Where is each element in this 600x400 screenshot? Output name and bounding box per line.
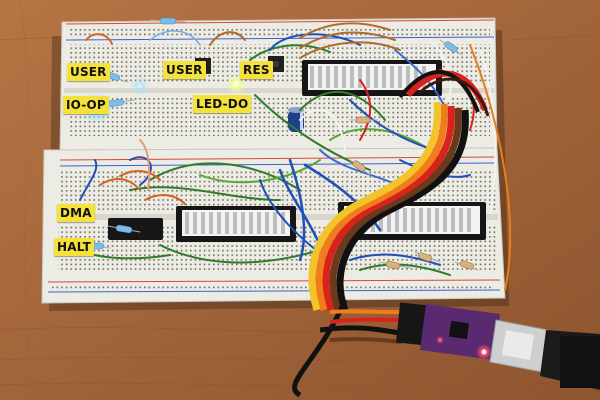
resistors bbox=[79, 17, 479, 271]
dip-chip-middle bbox=[176, 206, 296, 242]
led-blue-2 bbox=[130, 76, 150, 96]
label-halt: HALT bbox=[54, 238, 94, 256]
usb-serial-adapter bbox=[395, 302, 600, 390]
jumper-wires bbox=[79, 22, 512, 291]
small-ic bbox=[108, 218, 163, 240]
label-dma: DMA bbox=[57, 204, 95, 222]
label-led-do: LED-DO bbox=[193, 95, 252, 113]
label-reset: RES bbox=[240, 61, 273, 79]
label-user-button: USER bbox=[163, 61, 206, 79]
led-green bbox=[226, 74, 246, 94]
label-user-left: USER bbox=[67, 63, 110, 81]
label-io-op: IO-OP bbox=[63, 96, 109, 114]
ribbon-cable bbox=[308, 70, 490, 312]
